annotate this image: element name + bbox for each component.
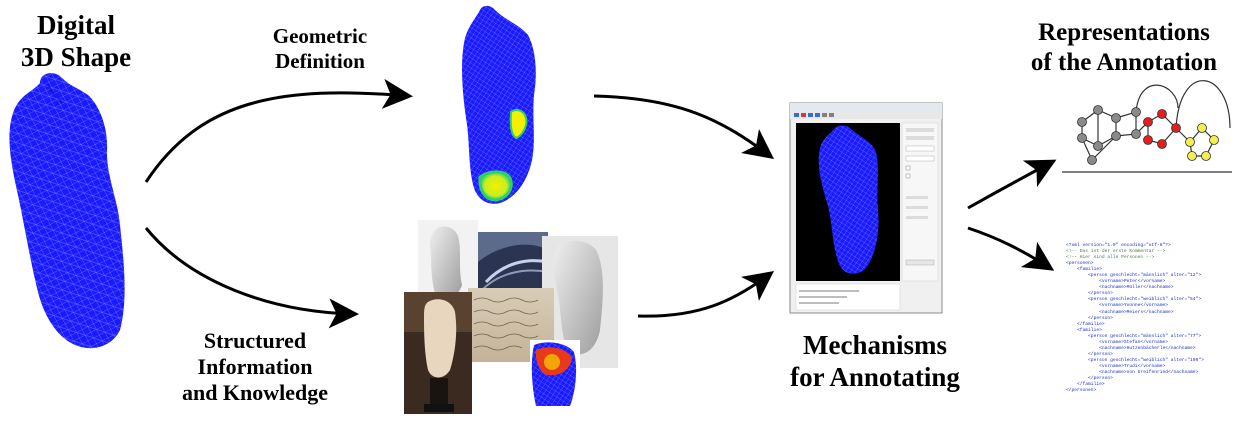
xml-line: <nachname>Hutzenbächerle</nachname> — [1066, 346, 1206, 352]
photo-colored-mesh — [530, 340, 580, 410]
graph-nodes-yellow — [1186, 124, 1219, 161]
label-digital-shape: Digital 3D Shape — [0, 10, 152, 74]
arrow-mechanisms-to-xml — [968, 228, 1050, 268]
label-representations: Representations of the Annotation — [1006, 18, 1242, 77]
graph-nodes-red — [1144, 110, 1181, 149]
annotation-region-green — [480, 172, 511, 200]
xml-representation: <?xml version="1.0" encoding="utf-8"?><!… — [1066, 243, 1206, 394]
information-collage — [404, 220, 618, 414]
annotation-graph — [1062, 81, 1232, 172]
arrow-shape-to-geometric — [146, 93, 408, 182]
software-side-panel — [902, 123, 938, 281]
label-mechanisms: Mechanisms for Annotating — [770, 330, 980, 394]
torso-mesh-annotated — [462, 6, 536, 204]
arrow-shape-to-structured — [146, 228, 354, 314]
torso-mesh-left — [9, 73, 124, 348]
arrow-structured-to-mechanisms — [638, 274, 770, 316]
photo-museum-statue — [404, 292, 472, 414]
photo-engineering — [478, 232, 548, 292]
label-geometric-definition: Geometric Definition — [240, 24, 400, 74]
xml-line: </personen> — [1066, 388, 1206, 394]
arrow-mechanisms-to-graph — [968, 162, 1052, 208]
software-window — [790, 103, 942, 313]
xml-line: <person geschlecht="männlich" alter="77"… — [1066, 334, 1206, 340]
label-structured-information: Structured Information and Knowledge — [150, 328, 360, 406]
arrow-geometric-to-mechanisms — [594, 96, 770, 156]
